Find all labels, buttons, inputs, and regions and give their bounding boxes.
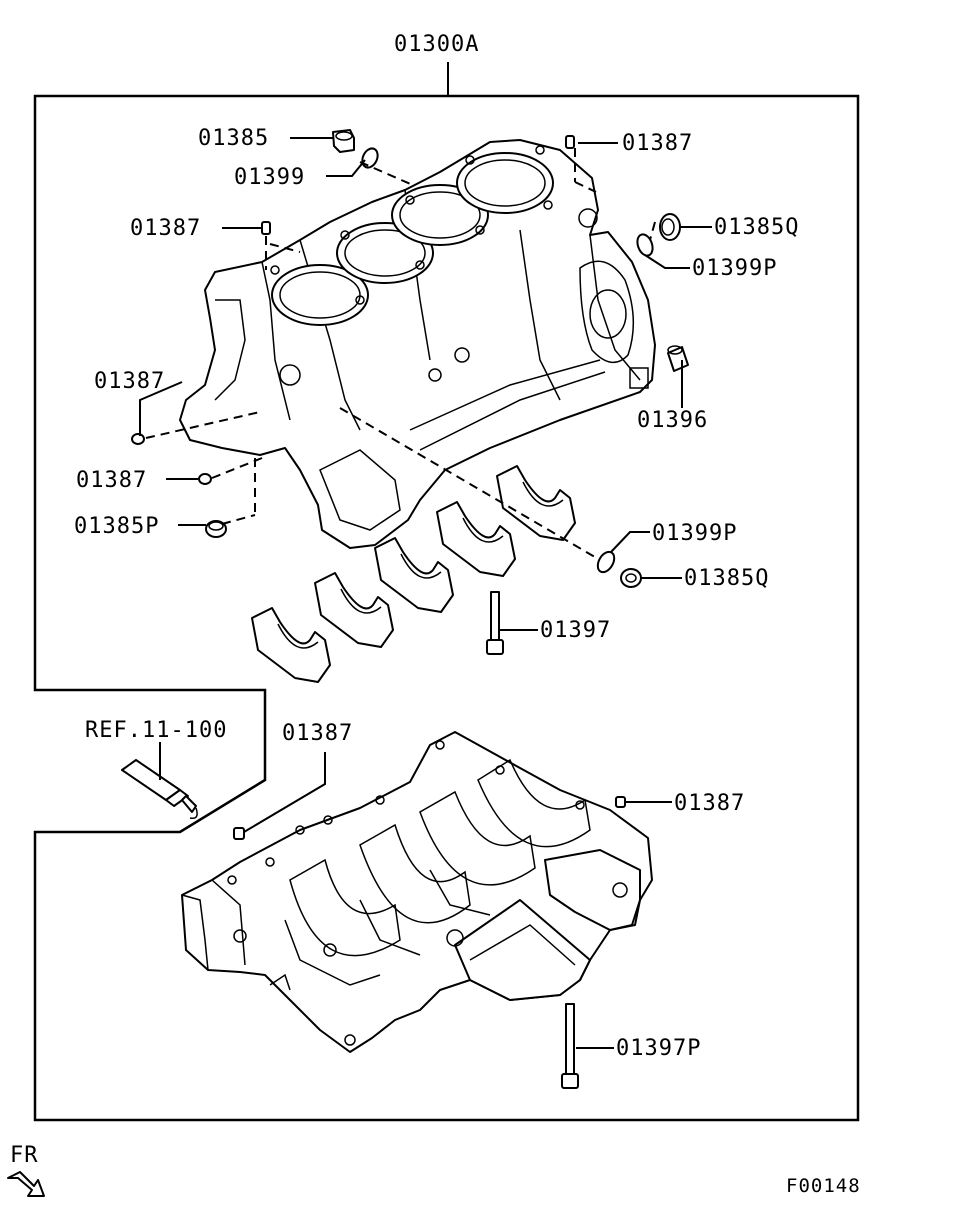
bolt-01397P xyxy=(561,1003,579,1089)
bolt-01397 xyxy=(486,591,504,655)
sealant-tube xyxy=(121,759,198,820)
callout-01385: 01385 xyxy=(198,126,269,151)
dowel-01396 xyxy=(667,345,689,372)
leader-lines xyxy=(139,137,712,1049)
plug-01385Q-upper xyxy=(659,213,681,241)
pin-01387-left-a xyxy=(131,433,145,445)
bearing-caps xyxy=(251,465,576,683)
callout-01387-left-b: 01387 xyxy=(76,468,147,493)
seal-ring-01399P-upper xyxy=(636,233,654,257)
pin-01387-lower-left xyxy=(233,827,245,840)
callout-01397P: 01397P xyxy=(616,1036,701,1061)
plug-01385 xyxy=(332,129,355,153)
callout-01399P-lower: 01399P xyxy=(652,521,737,546)
bearing-cap-1 xyxy=(251,607,331,683)
pin-01387-left-b xyxy=(198,473,212,485)
callout-01387-upper-right: 01387 xyxy=(622,131,693,156)
bearing-cap-4 xyxy=(436,501,516,577)
callout-01399: 01399 xyxy=(234,165,305,190)
callout-01387-upper-left: 01387 xyxy=(130,216,201,241)
callout-01387-lower-left: 01387 xyxy=(282,721,353,746)
front-direction-arrow-icon xyxy=(7,1171,45,1197)
assembly-label: 01300A xyxy=(394,32,479,57)
orientation-label: FR xyxy=(10,1143,39,1168)
bearing-cap-3 xyxy=(374,537,454,613)
seal-ring-01399P-lower xyxy=(596,550,616,574)
plug-01385P xyxy=(205,520,227,538)
figure-id: F00148 xyxy=(786,1175,861,1197)
callout-01387-left-a: 01387 xyxy=(94,369,165,394)
callout-01385P: 01385P xyxy=(74,514,159,539)
pin-01387-top-left xyxy=(261,221,271,235)
plug-01385Q-lower xyxy=(620,568,642,588)
callout-01385Q-upper: 01385Q xyxy=(714,215,799,240)
bearing-cap-5 xyxy=(496,465,576,541)
bearing-cap-2 xyxy=(314,572,394,648)
pin-01387-top-right xyxy=(565,135,575,149)
callout-01387-lower-right: 01387 xyxy=(674,791,745,816)
callout-01399P-upper: 01399P xyxy=(692,256,777,281)
reference-label: REF.11-100 xyxy=(85,718,227,743)
pin-01387-lower-right xyxy=(615,796,626,808)
upper-cylinder-block xyxy=(179,139,656,549)
assembly-frame xyxy=(33,94,860,1122)
seal-ring-01399 xyxy=(361,147,379,169)
callout-01385Q-lower: 01385Q xyxy=(684,566,769,591)
lower-crankcase xyxy=(181,731,653,1053)
callout-01396: 01396 xyxy=(637,408,708,433)
callout-01397: 01397 xyxy=(540,618,611,643)
